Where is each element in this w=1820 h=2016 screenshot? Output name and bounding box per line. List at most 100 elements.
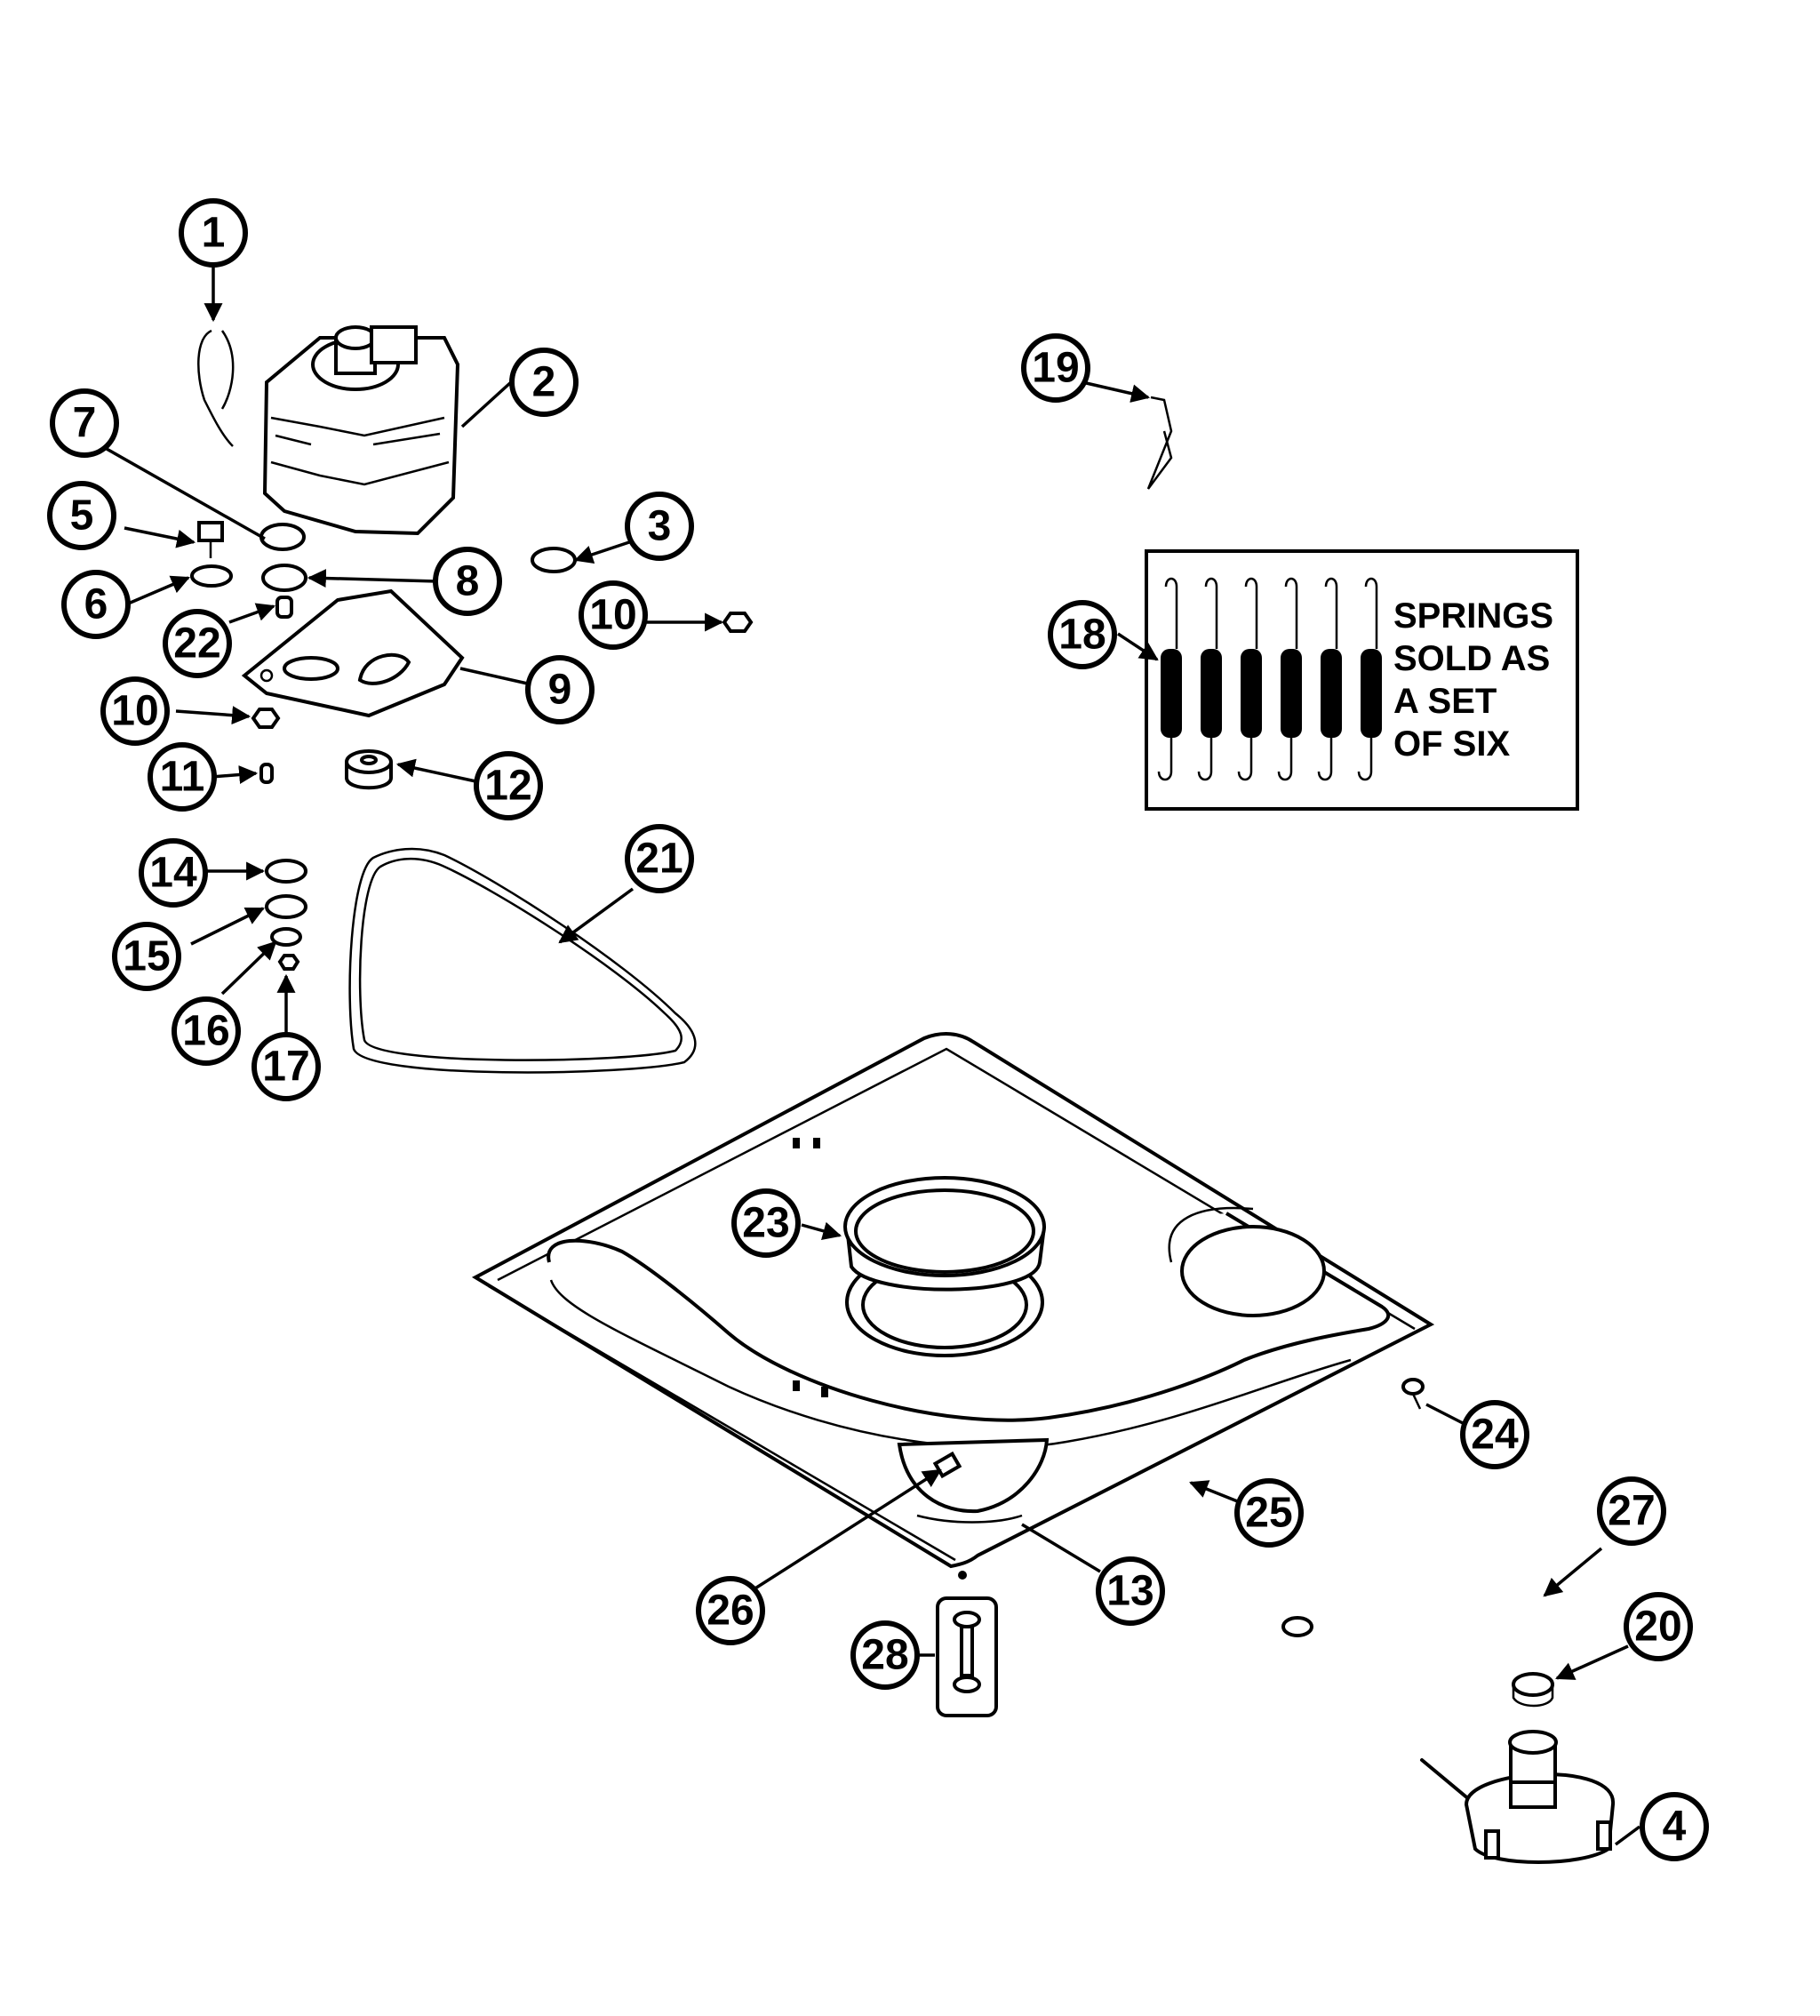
part-hose	[1281, 1586, 1557, 1719]
part-cap	[531, 547, 577, 573]
callout-label: 16	[182, 1008, 229, 1055]
part-washer-6	[190, 564, 233, 588]
callout-label: 10	[111, 688, 158, 735]
spring	[1197, 577, 1222, 781]
part-17	[277, 954, 300, 971]
callout-label: 5	[70, 492, 94, 540]
callout-label: 7	[73, 400, 97, 447]
part-wire-clip	[197, 329, 235, 447]
callout-14: 14	[139, 838, 208, 908]
callout-circle	[731, 1188, 801, 1258]
callout-circle	[1021, 333, 1090, 403]
callout-label: 6	[84, 581, 108, 628]
callout-circle	[251, 1032, 321, 1101]
callout-13: 13	[1096, 1556, 1165, 1626]
part-15	[265, 894, 307, 919]
part-14	[265, 859, 307, 884]
callout-15: 15	[112, 922, 181, 991]
callout-11: 11	[148, 742, 217, 812]
spring	[1157, 577, 1182, 781]
callout-circle	[50, 388, 119, 458]
callout-label: 12	[484, 763, 531, 810]
callout-circle	[61, 570, 131, 639]
callout-24: 24	[1460, 1400, 1529, 1469]
springs-note: SPRINGS SOLD AS A SET OF SIX	[1393, 596, 1553, 764]
callout-8: 8	[433, 547, 502, 616]
callout-circle	[1096, 1556, 1165, 1626]
callout-circle	[47, 481, 116, 550]
callout-label: 14	[149, 850, 197, 897]
part-clip-19	[1146, 396, 1173, 490]
callout-label: 24	[1471, 1412, 1519, 1459]
part-clamp-20	[1512, 1672, 1554, 1708]
callout-circle	[1624, 1592, 1693, 1661]
callout-label: 13	[1106, 1568, 1153, 1615]
callout-circle	[148, 742, 217, 812]
callout-3: 3	[625, 492, 694, 561]
callout-label: 3	[648, 503, 672, 550]
part-pin-11	[259, 763, 274, 784]
part-motor	[262, 325, 460, 536]
callout-10: 10	[579, 580, 648, 650]
callout-circle	[1048, 600, 1117, 669]
callout-label: 27	[1608, 1488, 1655, 1535]
callout-label: 18	[1058, 612, 1106, 659]
callout-circle	[625, 824, 694, 893]
callout-circle	[112, 922, 181, 991]
callout-circle	[625, 492, 694, 561]
callout-label: 8	[456, 558, 480, 605]
part-ring-23	[843, 1176, 1046, 1357]
part-ring-8	[261, 564, 307, 592]
callout-circle	[509, 348, 579, 417]
callout-circle	[1460, 1400, 1529, 1469]
spring	[1277, 577, 1302, 781]
part-grommet-7	[259, 523, 306, 551]
callout-20: 20	[1624, 1592, 1693, 1661]
callout-circle	[525, 655, 595, 724]
callout-17: 17	[251, 1032, 321, 1101]
callout-18: 18	[1048, 600, 1117, 669]
callout-19: 19	[1021, 333, 1090, 403]
callout-label: 1	[202, 210, 226, 257]
callout-label: 21	[635, 836, 682, 883]
springs-note-line-2: SOLD AS	[1393, 639, 1550, 678]
callout-label: 23	[742, 1200, 789, 1247]
callout-label: 17	[262, 1044, 309, 1091]
callout-1: 1	[179, 198, 248, 268]
callout-23: 23	[731, 1188, 801, 1258]
callout-label: 28	[861, 1632, 908, 1679]
callout-label: 10	[589, 592, 636, 639]
callout-28: 28	[850, 1620, 920, 1690]
callout-circle	[163, 609, 232, 678]
callout-label: 22	[173, 620, 220, 668]
part-16	[270, 927, 302, 947]
callout-label: 9	[548, 667, 572, 714]
part-pulley-12	[345, 749, 393, 790]
callout-circle	[696, 1576, 765, 1645]
leader-lines	[106, 256, 1641, 1846]
callout-label: 20	[1634, 1604, 1681, 1651]
spring	[1357, 577, 1382, 781]
callout-22: 22	[163, 609, 232, 678]
callout-circle	[433, 547, 502, 616]
callout-circle	[474, 751, 543, 820]
springs-note-line-4: OF SIX	[1393, 724, 1510, 764]
callout-7: 7	[50, 388, 119, 458]
callout-circle	[850, 1620, 920, 1690]
callout-label: 11	[160, 754, 205, 801]
callout-circle	[100, 676, 170, 746]
part-pump	[1420, 1730, 1616, 1864]
callout-label: 2	[532, 359, 556, 406]
callout-4: 4	[1640, 1792, 1709, 1861]
callout-10: 10	[100, 676, 170, 746]
springs-note-line-3: A SET	[1393, 682, 1497, 721]
callout-label: 4	[1663, 1804, 1687, 1851]
springs-set	[1157, 577, 1382, 781]
part-nut-10b	[251, 708, 281, 729]
callout-6: 6	[61, 570, 131, 639]
callout-27: 27	[1597, 1476, 1666, 1546]
callout-label: 26	[706, 1588, 754, 1635]
callout-circle	[1640, 1792, 1709, 1861]
